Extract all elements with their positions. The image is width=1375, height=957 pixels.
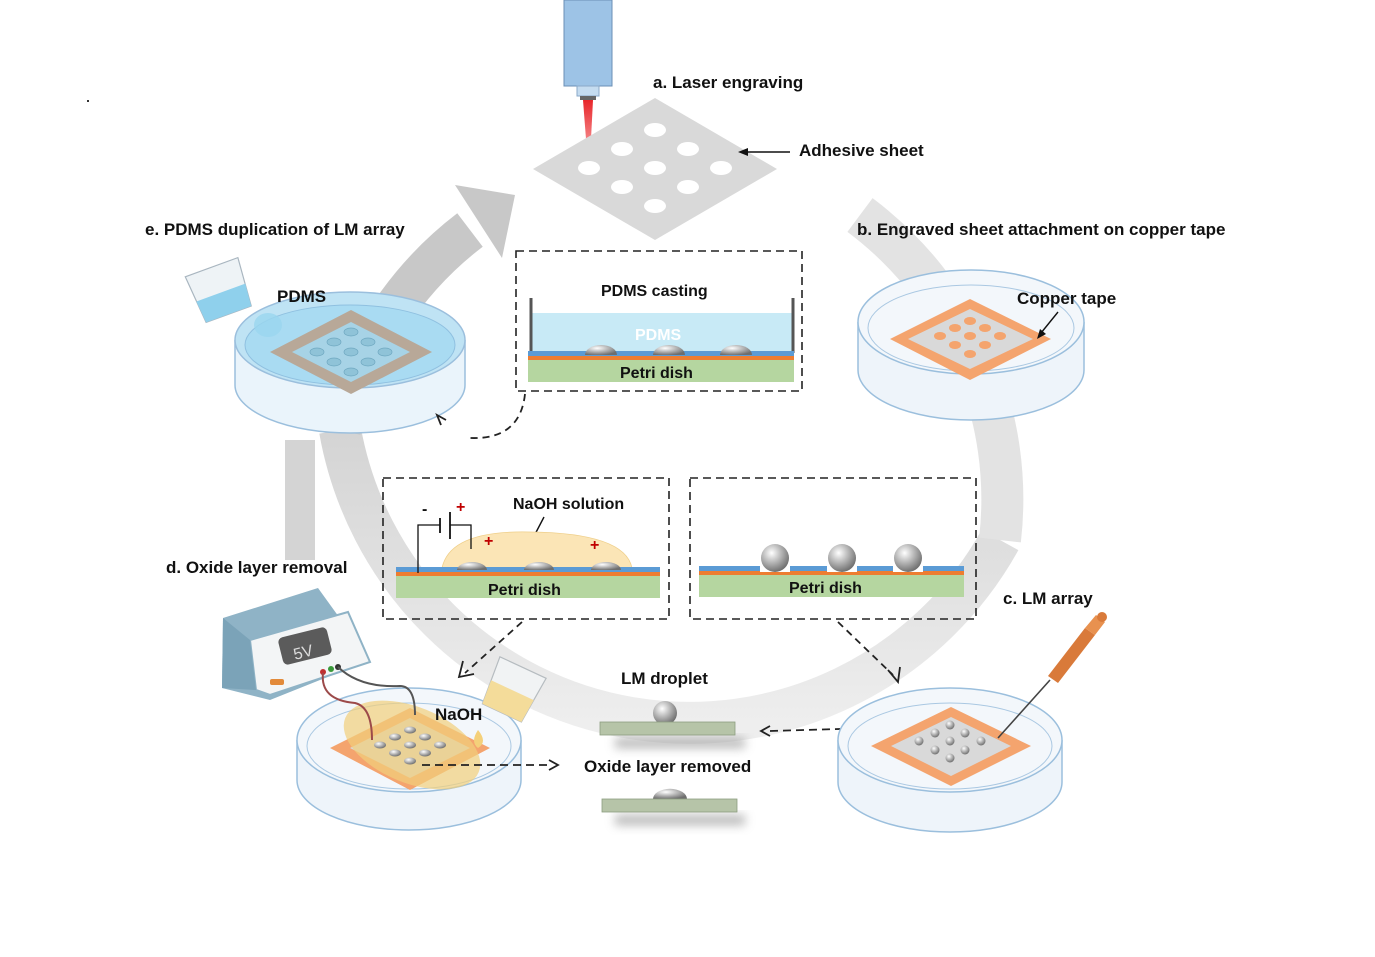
step-b-title: b. Engraved sheet attachment on copper t… bbox=[857, 220, 1225, 239]
step-a-laser-engraving: a. Laser engraving Adhesive sheet bbox=[533, 0, 924, 240]
inset-pdms-layer-label: PDMS bbox=[635, 327, 682, 344]
step-e-pdms-duplication: e. PDMS duplication of LM array PDMS bbox=[145, 220, 466, 434]
laser-head bbox=[563, 0, 613, 87]
step-b-copper-attachment: b. Engraved sheet attachment on copper t… bbox=[857, 220, 1225, 421]
inset-casting-title: PDMS casting bbox=[601, 283, 708, 300]
step-c-lm-array: c. LM array bbox=[837, 589, 1107, 833]
inset-pdms-casting: PDMS casting PDMS Petri dish bbox=[435, 250, 803, 439]
adhesive-sheet-label: Adhesive sheet bbox=[799, 141, 924, 160]
inset-naoh-solution: NaOH solution Petri dish - + + + bbox=[382, 477, 670, 679]
voltage-display: 5V bbox=[292, 642, 315, 663]
step-c-title: c. LM array bbox=[1003, 589, 1093, 608]
inset-naoh-title: NaOH solution bbox=[513, 496, 624, 513]
engraved-holes bbox=[578, 123, 732, 213]
pipette-icon bbox=[997, 612, 1107, 739]
laser-nozzle bbox=[576, 85, 600, 97]
plus-sign-2: + bbox=[484, 533, 493, 550]
inset-lm-array: Petri dish bbox=[689, 477, 977, 685]
beaker-naoh-icon bbox=[481, 655, 547, 723]
step-d-title: d. Oxide layer removal bbox=[166, 558, 347, 577]
plus-sign-3: + bbox=[590, 537, 599, 554]
inset-array-base-label: Petri dish bbox=[789, 580, 862, 597]
oxide-removed-label: Oxide layer removed bbox=[584, 757, 751, 776]
stray-dot bbox=[87, 100, 89, 102]
naoh-label: NaOH bbox=[435, 705, 482, 724]
pdms-label: PDMS bbox=[277, 287, 326, 306]
cycle-arrow bbox=[285, 185, 1024, 744]
copper-tape-label: Copper tape bbox=[1017, 289, 1116, 308]
step-a-title: a. Laser engraving bbox=[653, 73, 803, 92]
beaker-pdms-icon bbox=[184, 256, 252, 324]
inset-naoh-base-label: Petri dish bbox=[488, 582, 561, 599]
power-supply-icon: 5V bbox=[222, 588, 372, 700]
plus-sign-1: + bbox=[456, 499, 465, 516]
step-e-title: e. PDMS duplication of LM array bbox=[145, 220, 405, 239]
step-d-oxide-removal: d. Oxide layer removal 5V bbox=[166, 558, 560, 831]
substrate-bar-2 bbox=[601, 798, 738, 813]
substrate-bar-1 bbox=[599, 721, 736, 736]
droplet-comparison: LM droplet Oxide layer removed bbox=[584, 669, 946, 825]
minus-sign: - bbox=[422, 501, 427, 518]
inset-casting-base-label: Petri dish bbox=[620, 365, 693, 382]
lm-droplet-label: LM droplet bbox=[621, 669, 708, 688]
